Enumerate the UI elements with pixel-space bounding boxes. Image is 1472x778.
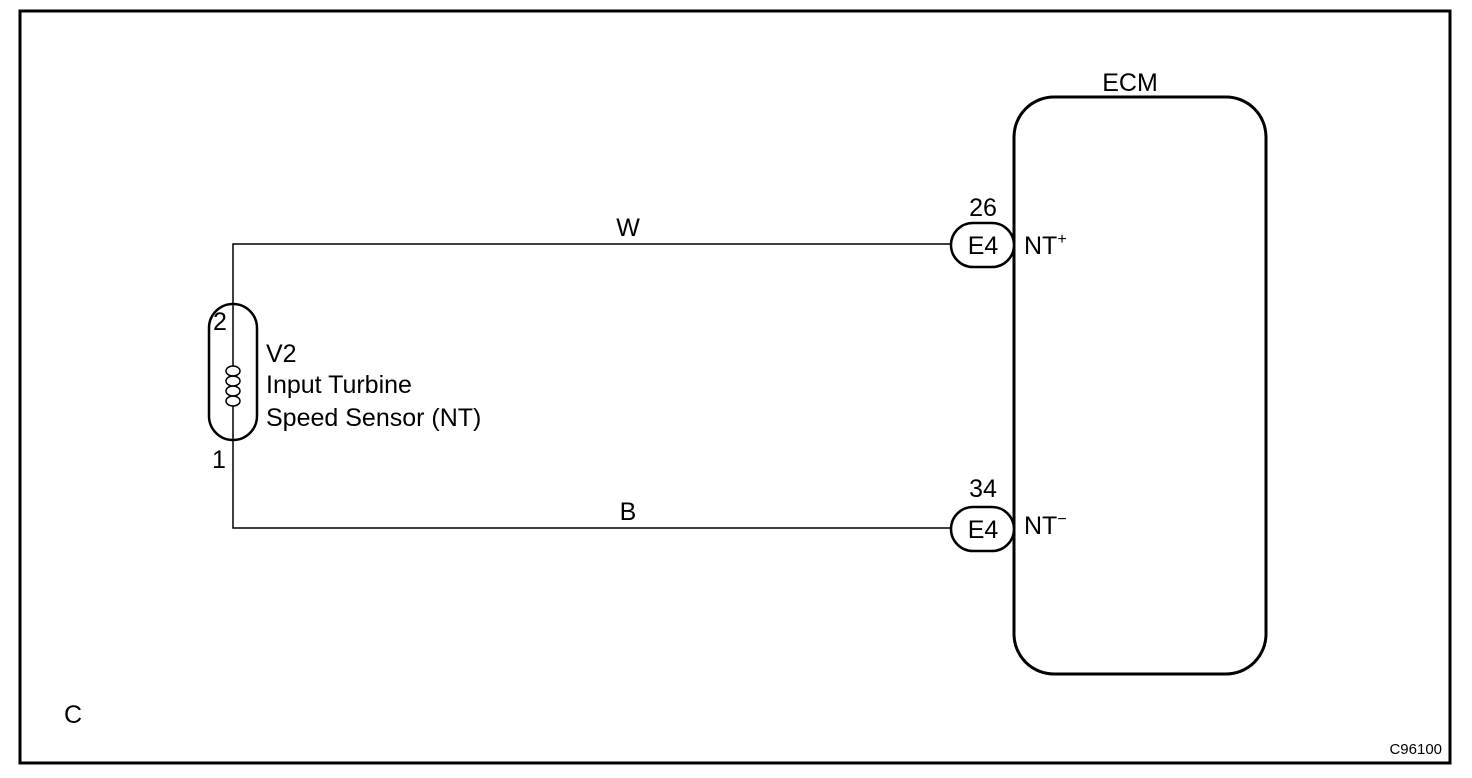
coil-icon bbox=[225, 305, 241, 440]
ecm-box bbox=[1012, 95, 1268, 676]
figure-id: C96100 bbox=[1389, 741, 1442, 758]
ecm-pin-26: 26 bbox=[969, 194, 997, 222]
wire-b bbox=[232, 440, 952, 529]
wire-w-color-label: W bbox=[616, 214, 640, 242]
terminal-nt-minus-sign: − bbox=[1057, 511, 1066, 528]
terminal-nt-plus-sign: + bbox=[1057, 231, 1066, 248]
terminal-nt-plus-name: NT bbox=[1024, 232, 1057, 260]
sensor-connector-code: V2 bbox=[266, 340, 297, 368]
wire-w bbox=[232, 243, 952, 305]
ecm-connector-nt-minus bbox=[949, 505, 1016, 553]
ecm-terminal-nt-plus: NT+ bbox=[1024, 231, 1067, 260]
sensor-pin-bottom: 1 bbox=[212, 446, 226, 474]
ecm-connector-nt-plus-code: E4 bbox=[968, 232, 999, 260]
ecm-pin-34: 34 bbox=[969, 475, 997, 503]
ecm-terminal-nt-minus: NT− bbox=[1024, 511, 1067, 540]
sensor-name-line1: Input Turbine bbox=[266, 371, 412, 399]
ecm-connector-nt-plus bbox=[949, 221, 1016, 269]
ecm-connector-nt-minus-code: E4 bbox=[968, 516, 999, 544]
sensor-name-line2: Speed Sensor (NT) bbox=[266, 404, 481, 432]
diagram-frame bbox=[18, 9, 1452, 765]
wire-b-color-label: B bbox=[620, 498, 637, 526]
ecm-title: ECM bbox=[1102, 69, 1158, 97]
sensor-pin-top: 2 bbox=[213, 308, 227, 336]
section-letter: C bbox=[64, 701, 82, 729]
terminal-nt-minus-name: NT bbox=[1024, 512, 1057, 540]
